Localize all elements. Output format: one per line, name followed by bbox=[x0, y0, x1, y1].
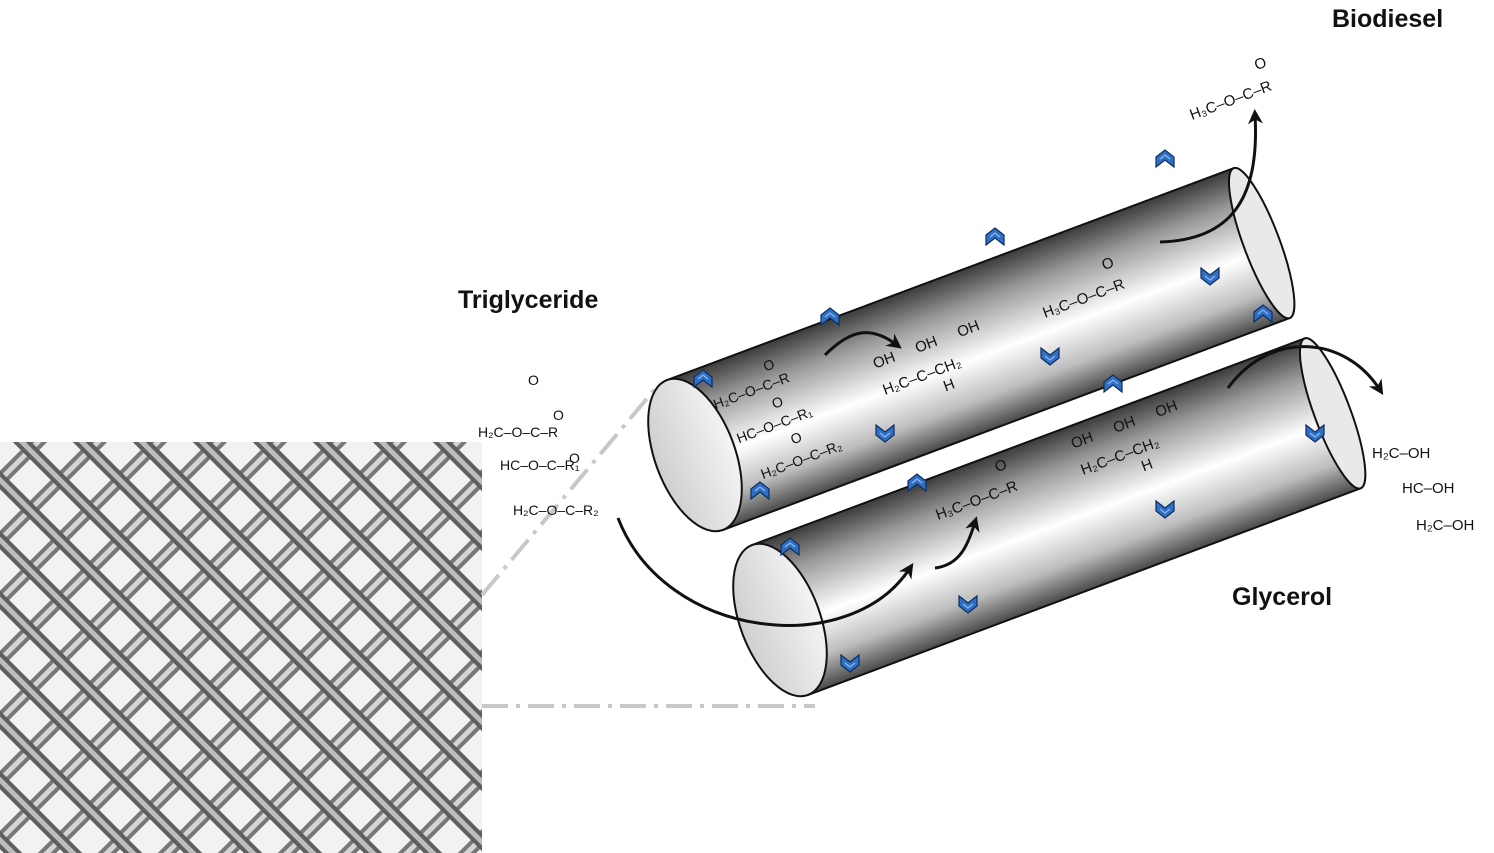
arrow-feed bbox=[616, 517, 914, 627]
arrow-glycerol-upper bbox=[823, 331, 902, 357]
biodiesel-structure: O H₃C–O–C–R bbox=[1187, 54, 1274, 124]
svg-text:OH: OH bbox=[1111, 413, 1138, 437]
glycerol-structure: H₂C–OH HC–OH H₂C–OH bbox=[1372, 445, 1474, 534]
svg-text:O: O bbox=[528, 372, 539, 388]
arrow-glycerol-out bbox=[1226, 345, 1384, 396]
svg-text:OH: OH bbox=[1069, 429, 1096, 453]
svg-text:H₃C–O–C–R: H₃C–O–C–R bbox=[1187, 78, 1274, 124]
svg-text:H₂C–OH: H₂C–OH bbox=[1416, 517, 1474, 534]
svg-text:O: O bbox=[1252, 54, 1269, 74]
svg-text:O: O bbox=[569, 450, 580, 466]
lower-fiber-cylinder bbox=[732, 337, 1367, 698]
svg-text:OH: OH bbox=[871, 349, 898, 373]
triglyceride-structure: O H₂C–O–C–R O HC–O–C–R₁ O H₂C–O–C–R₂ bbox=[478, 372, 599, 518]
svg-text:O: O bbox=[769, 393, 785, 412]
enzyme-icon bbox=[1155, 149, 1175, 168]
svg-text:OH: OH bbox=[913, 333, 940, 357]
svg-text:H₂C–O–C–R₂: H₂C–O–C–R₂ bbox=[513, 502, 599, 518]
svg-text:OH: OH bbox=[955, 317, 982, 341]
svg-text:O: O bbox=[1099, 254, 1116, 274]
label-biodiesel: Biodiesel bbox=[1332, 5, 1443, 33]
svg-text:O: O bbox=[788, 429, 804, 448]
svg-text:OH: OH bbox=[1153, 397, 1180, 421]
svg-text:H₂C–O–C–R: H₂C–O–C–R bbox=[478, 424, 558, 440]
guide-line-upper bbox=[480, 381, 662, 597]
upper-fiber-cylinder bbox=[647, 166, 1296, 533]
label-glycerol: Glycerol bbox=[1232, 583, 1332, 611]
label-triglyceride: Triglyceride bbox=[458, 286, 598, 314]
wire-mesh-image bbox=[0, 442, 482, 853]
arrow-ester-lower bbox=[934, 516, 980, 570]
svg-text:HC–OH: HC–OH bbox=[1402, 480, 1455, 497]
svg-text:O: O bbox=[761, 355, 777, 374]
svg-text:O: O bbox=[992, 456, 1009, 476]
svg-text:H₂C–OH: H₂C–OH bbox=[1372, 445, 1430, 462]
arrow-biodiesel-out bbox=[1159, 109, 1264, 244]
svg-text:O: O bbox=[553, 407, 564, 423]
enzyme-icon bbox=[985, 227, 1005, 246]
svg-text:HC–O–C–R₁: HC–O–C–R₁ bbox=[500, 457, 580, 473]
